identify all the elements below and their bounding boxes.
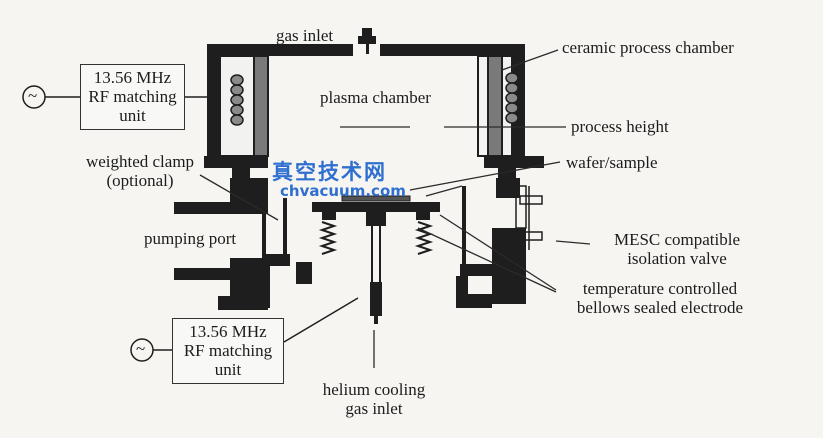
label-electrode-line1: temperature controlled [582,279,738,298]
chamber-flanges [204,156,544,178]
label-process-height: process height [571,117,669,136]
rf-bottom-line3: unit [214,360,242,379]
label-wafer-sample: wafer/sample [566,153,658,172]
label-gas-inlet: gas inlet [276,26,334,45]
label-weighted-clamp-line2: (optional) [106,171,174,190]
gas-inlet-nozzle [358,28,376,54]
rf-bottom-line2: RF matching [183,341,273,360]
rf-top-line1: 13.56 MHz [93,68,172,87]
label-helium-line2: gas inlet [345,399,403,418]
label-electrode-line2: bellows sealed electrode [576,298,744,317]
watermark-chinese: 真空技术网 [272,160,387,184]
rf-coil-right [505,72,519,124]
bellows-sealed-electrode [312,202,440,324]
rf-matching-unit-top: 13.56 MHz RF matching unit [80,64,185,130]
rf-top-line2: RF matching [88,87,177,106]
rf-bottom-source-symbol: ~ [136,339,146,358]
label-mesc-line2: isolation valve [627,249,727,268]
leader-lines [199,49,591,368]
label-mesc-valve: MESC compatible isolation valve [592,230,762,268]
lower-chamber-left [174,198,312,310]
rf-source-bottom [130,297,359,362]
rf-matching-unit-bottom: 13.56 MHz RF matching unit [172,318,284,384]
rf-source-top [22,85,207,109]
label-mesc-line1: MESC compatible [613,230,741,249]
mesc-isolation-valve [515,185,543,250]
label-weighted-clamp-line1: weighted clamp [85,152,195,171]
rf-coil-left [230,74,244,126]
watermark-url: chvacuum.com [280,182,406,200]
wafer-sample [341,195,411,202]
label-helium-line1: helium cooling [322,380,426,399]
label-plasma-chamber: plasma chamber [320,88,431,107]
rf-bottom-line1: 13.56 MHz [189,322,267,341]
label-helium-inlet: helium cooling gas inlet [306,380,442,418]
label-ceramic-chamber: ceramic process chamber [562,38,734,57]
chamber-top-wall [207,44,525,56]
label-electrode: temperature controlled bellows sealed el… [560,279,760,317]
label-weighted-clamp: weighted clamp (optional) [70,152,210,190]
rf-top-source-symbol: ~ [28,86,38,105]
rf-top-line3: unit [119,106,146,125]
label-pumping-port: pumping port [144,229,237,248]
lower-chamber-right [456,178,526,308]
